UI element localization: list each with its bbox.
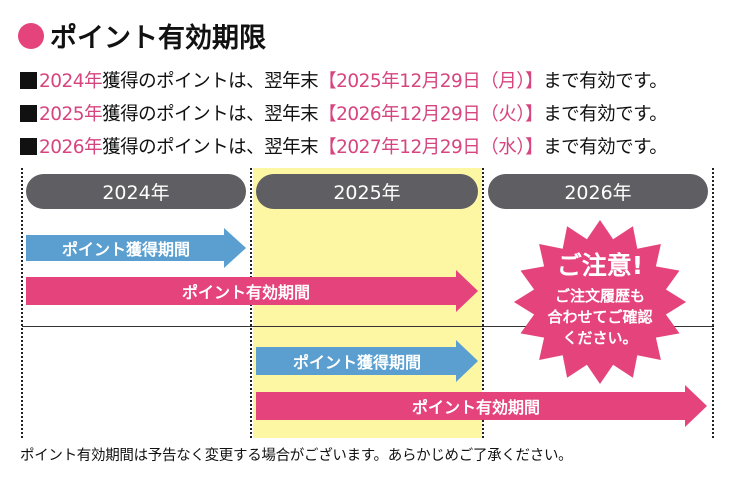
year-header-2026: 2026年 xyxy=(488,174,708,209)
notice-line: 合わせてご確認 xyxy=(547,308,653,326)
footer-note: ポイント有効期間は予告なく変更する場合がございます。あらかじめご了承ください。 xyxy=(20,448,573,464)
rule-line: 2025年獲得のポイントは、翌年末【2026年12月29日（火）】まで有効です。 xyxy=(20,100,668,126)
arrow-label: ポイント有効期間 xyxy=(181,283,310,302)
divider xyxy=(712,168,714,438)
square-bullet-icon xyxy=(20,72,37,89)
arrow-label: ポイント有効期間 xyxy=(411,398,540,417)
notice-line: ご注文履歴も xyxy=(554,287,645,305)
notice-line: ください。 xyxy=(562,329,638,347)
notice-badge: ご注意! ご注文履歴も 合わせてご確認 ください。 xyxy=(510,220,690,385)
bracket: 】 xyxy=(525,104,544,125)
square-bullet-icon xyxy=(20,105,37,122)
rule-year: 2026年 xyxy=(39,137,103,158)
rule-line: 2024年獲得のポイントは、翌年末【2025年12月29日（月）】まで有効です。 xyxy=(20,67,668,93)
bracket: 】 xyxy=(525,137,544,158)
rule-text: 獲得のポイントは、翌年末 xyxy=(102,104,319,125)
starburst-icon xyxy=(513,220,687,384)
rule-suffix: まで有効です。 xyxy=(543,71,668,92)
title-text: ポイント有効期限 xyxy=(50,23,266,54)
bullet-dot-icon xyxy=(18,22,44,49)
bracket: 【 xyxy=(318,137,337,158)
bracket: 】 xyxy=(525,71,544,92)
rule-suffix: まで有効です。 xyxy=(543,137,668,158)
arrow-shape xyxy=(256,340,478,382)
arrow-label: ポイント獲得期間 xyxy=(292,353,421,372)
bracket: 【 xyxy=(318,104,337,125)
year-header-2025: 2025年 xyxy=(256,174,478,209)
rule-text: 獲得のポイントは、翌年末 xyxy=(102,137,319,158)
notice-heading: ご注意! xyxy=(556,251,644,280)
rule-expiry: 2026年12月29日（火） xyxy=(336,104,526,125)
rule-expiry: 2027年12月29日（水） xyxy=(336,137,526,158)
bracket: 【 xyxy=(318,71,337,92)
square-bullet-icon xyxy=(20,138,37,155)
rule-year: 2024年 xyxy=(39,71,103,92)
row-divider xyxy=(22,326,714,327)
rule-year: 2025年 xyxy=(39,104,103,125)
arrow-shape xyxy=(26,270,478,312)
divider xyxy=(21,168,23,438)
arrow-shape xyxy=(256,385,707,427)
rule-text: 獲得のポイントは、翌年末 xyxy=(102,71,319,92)
divider xyxy=(482,168,484,438)
arrow-shape xyxy=(26,228,246,268)
year-header-2024: 2024年 xyxy=(26,174,246,209)
rule-line: 2026年獲得のポイントは、翌年末【2027年12月29日（水）】まで有効です。 xyxy=(20,133,668,159)
arrow-label: ポイント獲得期間 xyxy=(61,240,190,259)
rule-expiry: 2025年12月29日（月） xyxy=(336,71,526,92)
rule-suffix: まで有効です。 xyxy=(543,104,668,125)
page-title: ポイント有効期限 xyxy=(18,16,266,55)
